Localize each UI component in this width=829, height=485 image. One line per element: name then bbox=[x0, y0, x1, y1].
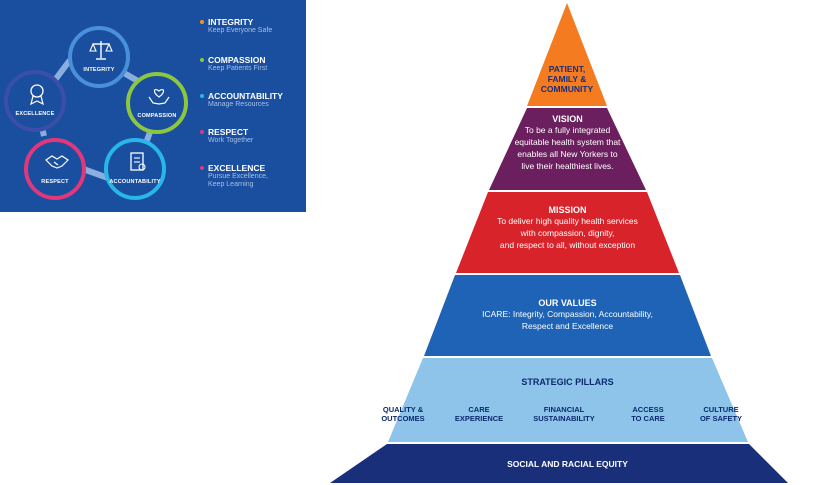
icare-values-panel: INTEGRITY COMPASSION ACCOUNTABILITY RESP… bbox=[0, 0, 306, 212]
pillar-culture-of-safety: CULTURE OF SAFETY bbox=[699, 405, 743, 423]
value-respect: RESPECT Work Together bbox=[200, 127, 304, 145]
tier-patient bbox=[527, 3, 607, 106]
mission-block: MISSION To deliver high quality health s… bbox=[450, 205, 685, 251]
integrity-node: INTEGRITY bbox=[68, 26, 130, 88]
ribbon-icon bbox=[30, 84, 44, 105]
respect-node-label: RESPECT bbox=[41, 179, 69, 185]
vision-block: VISION To be a fully integrated equitabl… bbox=[470, 114, 665, 172]
respect-node: RESPECT bbox=[24, 138, 86, 200]
pillar-financial-sustainability: FINANCIAL SUSTAINABILITY bbox=[533, 405, 595, 423]
pillar-quality-outcomes: QUALITY & OUTCOMES bbox=[381, 405, 425, 423]
pillar-access-to-care: ACCESS TO CARE bbox=[631, 405, 665, 423]
tier-equity bbox=[330, 444, 788, 483]
tier-values bbox=[424, 275, 711, 356]
value-dot bbox=[200, 94, 204, 98]
tier-vision bbox=[489, 108, 646, 190]
tier-pillars bbox=[388, 358, 748, 442]
handshake-icon bbox=[45, 155, 69, 169]
vision-title: VISION bbox=[552, 114, 583, 124]
value-excellence: EXCELLENCE Pursue Excellence, Keep Learn… bbox=[200, 163, 304, 189]
value-compassion: COMPASSION Keep Patients First bbox=[200, 55, 304, 73]
social-racial-equity-label: SOCIAL AND RACIAL EQUITY bbox=[507, 459, 628, 469]
scales-icon bbox=[89, 41, 113, 60]
accountability-node: ACCOUNTABILITY bbox=[104, 138, 166, 200]
tier-mission bbox=[456, 192, 679, 273]
pillar-care-experience: CARE EXPERIENCE bbox=[454, 405, 504, 423]
strategic-pillars-title: STRATEGIC PILLARS bbox=[521, 377, 614, 387]
mission-title: MISSION bbox=[548, 205, 587, 215]
compassion-node: COMPASSION bbox=[126, 72, 188, 134]
value-accountability: ACCOUNTABILITY Manage Resources bbox=[200, 91, 304, 109]
value-dot bbox=[200, 166, 204, 170]
value-dot bbox=[200, 58, 204, 62]
excellence-node: EXCELLENCE bbox=[4, 70, 66, 132]
values-title: OUR VALUES bbox=[538, 298, 597, 308]
clipboard-icon bbox=[130, 152, 146, 171]
heart-hands-icon bbox=[148, 88, 170, 105]
patient-family-community-label: PATIENT, FAMILY & COMMUNITY bbox=[540, 64, 594, 94]
integrity-node-label: INTEGRITY bbox=[83, 67, 115, 73]
value-dot bbox=[200, 20, 204, 24]
value-integrity: INTEGRITY Keep Everyone Safe bbox=[200, 17, 304, 35]
values-block: OUR VALUES ICARE: Integrity, Compassion,… bbox=[430, 298, 705, 332]
compassion-node-label: COMPASSION bbox=[137, 113, 177, 119]
value-dot bbox=[200, 130, 204, 134]
excellence-node-label: EXCELLENCE bbox=[15, 111, 55, 117]
accountability-node-label: ACCOUNTABILITY bbox=[109, 179, 161, 185]
